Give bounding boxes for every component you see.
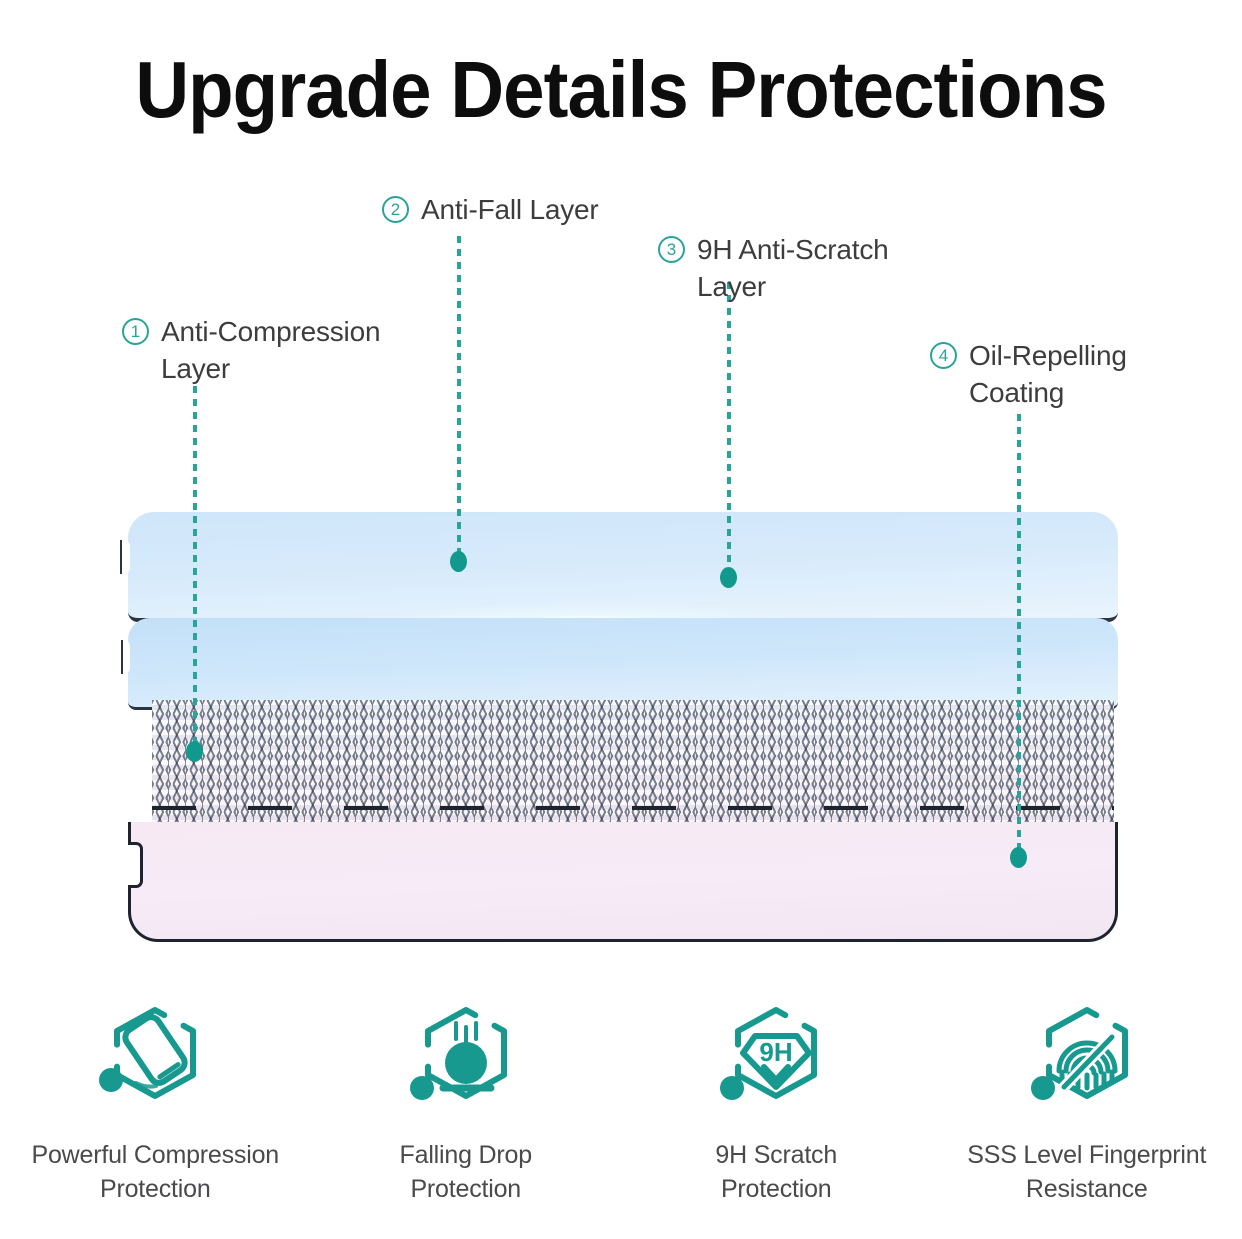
- callout-anti-fall: 2 Anti-Fall Layer: [382, 192, 682, 229]
- callout-number-1: 1: [122, 318, 149, 345]
- leader-endpoint-1: [186, 741, 203, 762]
- feature-fingerprint: SSS Level Fingerprint Resistance: [932, 975, 1242, 1206]
- feature-caption-9h-scratch: 9H Scratch Protection: [715, 1141, 838, 1203]
- leader-line-2: [457, 236, 461, 558]
- top-glass-layer: [120, 512, 1118, 622]
- feature-caption-falling-drop: Falling Drop Protection: [399, 1141, 533, 1203]
- feature-row: Powerful Compression Protection Falling …: [0, 975, 1242, 1206]
- callout-number-2: 2: [382, 196, 409, 223]
- layer-stack-diagram: [0, 470, 1242, 970]
- phone-compression-icon: [99, 1007, 197, 1099]
- feature-compression: Powerful Compression Protection: [0, 975, 311, 1206]
- feature-caption-compression: Powerful Compression Protection: [31, 1141, 280, 1203]
- leader-endpoint-3: [720, 567, 737, 588]
- callout-number-3: 3: [658, 236, 685, 263]
- woven-mesh-layer: [152, 700, 1114, 824]
- feature-9h-scratch: 9H 9H Scratch Protection: [621, 975, 932, 1206]
- feature-falling-drop: Falling Drop Protection: [311, 975, 622, 1206]
- oil-coating-layer: [128, 822, 1118, 942]
- callout-label-1: Anti-Compression Layer: [161, 316, 381, 384]
- callout-label-4: Oil-Repelling Coating: [969, 340, 1127, 408]
- feature-caption-fingerprint: SSS Level Fingerprint Resistance: [967, 1141, 1207, 1203]
- page-title: Upgrade Details Protections: [135, 45, 1107, 134]
- callout-label-3: 9H Anti-Scratch Layer: [697, 234, 889, 302]
- leader-endpoint-4: [1010, 847, 1027, 868]
- leader-line-3: [727, 282, 731, 574]
- 9h-badge-text: 9H: [760, 1037, 793, 1067]
- callout-number-4: 4: [930, 342, 957, 369]
- 9h-shield-icon: 9H: [720, 1007, 818, 1100]
- callout-anti-compression: 1 Anti-Compression Layer: [122, 314, 452, 388]
- callout-label-2: Anti-Fall Layer: [421, 194, 599, 225]
- leader-endpoint-2: [450, 551, 467, 572]
- falling-drop-icon: [409, 1007, 507, 1100]
- callout-oil-repelling: 4 Oil-Repelling Coating: [930, 338, 1190, 412]
- leader-line-1: [193, 386, 197, 748]
- second-glass-layer: [121, 618, 1118, 710]
- fingerprint-resist-icon: [1030, 1007, 1128, 1100]
- leader-line-4: [1017, 414, 1021, 854]
- callout-9h-anti-scratch: 3 9H Anti-Scratch Layer: [658, 232, 938, 306]
